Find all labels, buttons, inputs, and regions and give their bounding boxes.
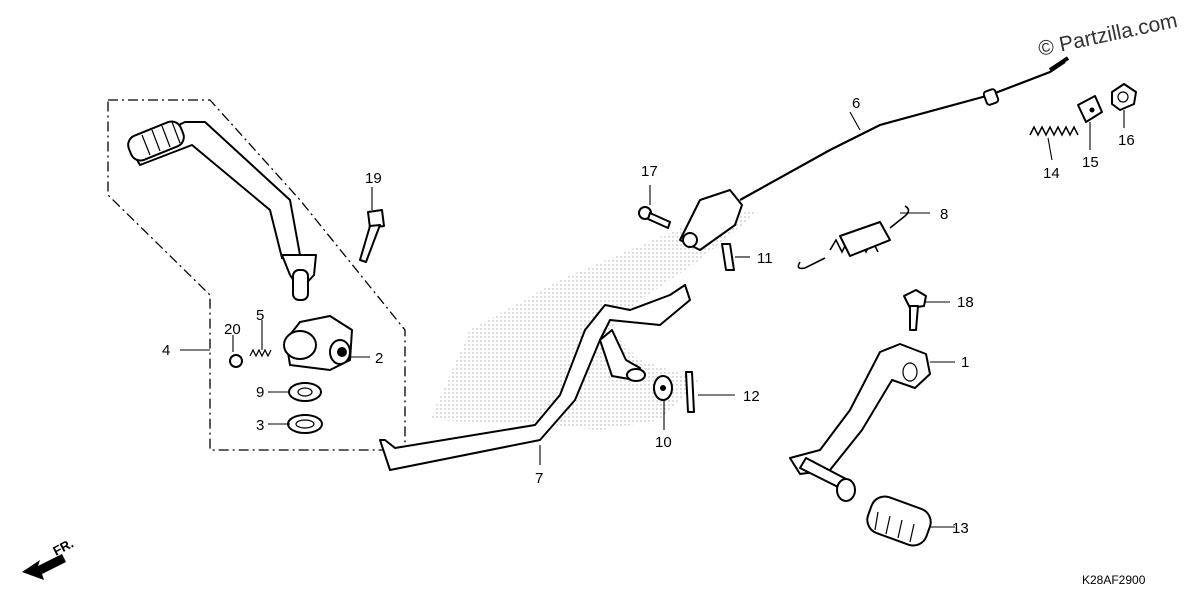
callout-1: 1	[961, 354, 969, 371]
leader-lines	[180, 110, 1125, 528]
brake-arm-joint	[679, 189, 743, 251]
callout-2: 2	[375, 350, 383, 367]
callout-20: 20	[224, 321, 241, 338]
spring-14	[1029, 125, 1079, 137]
nut-16	[1111, 83, 1137, 111]
clip-3	[287, 414, 323, 434]
callout-12: 12	[743, 388, 760, 405]
front-direction-label: FR.	[50, 536, 76, 559]
kickstart-boss-2	[283, 315, 353, 371]
clip-11	[721, 243, 735, 271]
front-direction-arrow: FR.	[22, 536, 76, 580]
joint-15	[1077, 95, 1103, 123]
washer-9	[288, 382, 322, 402]
bolt-19	[359, 209, 385, 263]
callout-8: 8	[940, 206, 948, 223]
callout-3: 3	[256, 417, 264, 434]
callout-16: 16	[1118, 132, 1135, 149]
pedal-rubber-13	[866, 495, 932, 547]
callout-19: 19	[365, 170, 382, 187]
callout-13: 13	[952, 520, 969, 537]
callout-14: 14	[1043, 165, 1060, 182]
spring-8	[797, 205, 910, 270]
watermark: © Partzilla.com	[1036, 9, 1179, 61]
callout-9: 9	[256, 384, 264, 401]
drawing-code: K28AF2900	[1082, 573, 1146, 587]
spring-5	[249, 348, 272, 358]
callout-17: 17	[641, 163, 658, 180]
callout-18: 18	[957, 294, 974, 311]
pin-17	[638, 206, 671, 229]
bolt-18	[903, 289, 927, 331]
callout-5: 5	[256, 307, 264, 324]
change-pedal-1	[789, 343, 931, 502]
callout-11: 11	[757, 250, 773, 267]
callout-7: 7	[535, 470, 543, 487]
callout-4: 4	[162, 342, 170, 359]
callout-15: 15	[1082, 154, 1099, 171]
brake-rod-6	[739, 56, 1070, 201]
callout-10: 10	[655, 434, 672, 451]
kickstarter-arm	[127, 120, 317, 301]
callout-6: 6	[852, 95, 860, 112]
cotter-pin-12	[685, 371, 695, 413]
brake-pedal-7	[379, 284, 691, 471]
ball-20	[229, 354, 243, 368]
